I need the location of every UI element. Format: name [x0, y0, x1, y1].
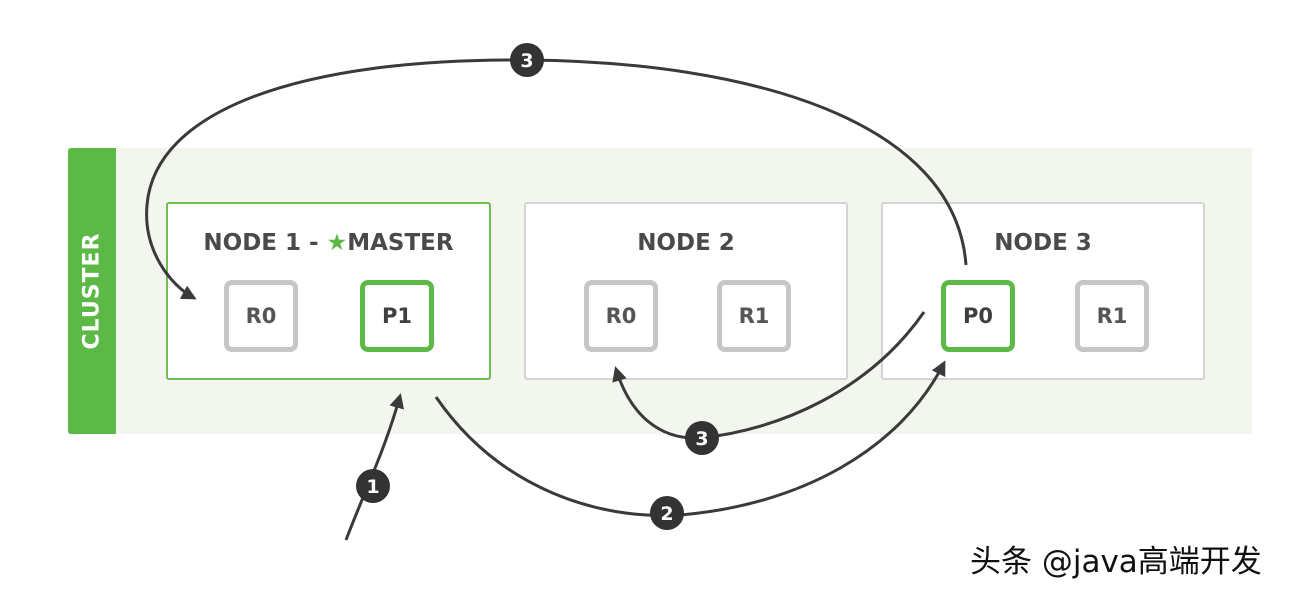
arrow-step-1 [344, 393, 405, 541]
node-1-master-label: MASTER [347, 230, 454, 256]
arrow-step-3-top [145, 58, 968, 300]
node-3-shard-p0: P0 [941, 280, 1015, 352]
node-3: NODE 3 P0 R1 [881, 202, 1205, 380]
node-1: NODE 1 - ★MASTER R0 P1 [166, 202, 491, 380]
step-number-2: 2 [660, 503, 673, 525]
node-2-title: NODE 2 [637, 230, 735, 256]
node-3-shard-r1: R1 [1075, 280, 1149, 352]
node-2-shard-r1: R1 [717, 280, 791, 352]
step-badge-1: 1 [356, 469, 390, 503]
node-1-shard-p1: P1 [360, 280, 434, 352]
step-badge-3-bottom: 3 [685, 421, 719, 455]
star-icon: ★ [326, 230, 348, 256]
cluster-bar [68, 148, 116, 434]
node-1-shard-r0: R0 [224, 280, 298, 352]
node-1-title: NODE 1 - ★MASTER [168, 230, 489, 256]
step-number-1: 1 [366, 476, 379, 498]
step-number-3-top: 3 [520, 50, 533, 72]
node-3-title: NODE 3 [994, 230, 1092, 256]
watermark: 头条 @java高端开发 [970, 544, 1262, 580]
step-badge-3-top: 3 [510, 43, 544, 77]
step-number-3-bottom: 3 [695, 428, 708, 450]
node-2: NODE 2 R0 R1 [524, 202, 848, 380]
node-1-title-text: NODE 1 - [203, 230, 327, 256]
arrow-step-3-bottom [612, 311, 926, 440]
node-2-shard-r0: R0 [584, 280, 658, 352]
step-badge-2: 2 [650, 496, 684, 530]
